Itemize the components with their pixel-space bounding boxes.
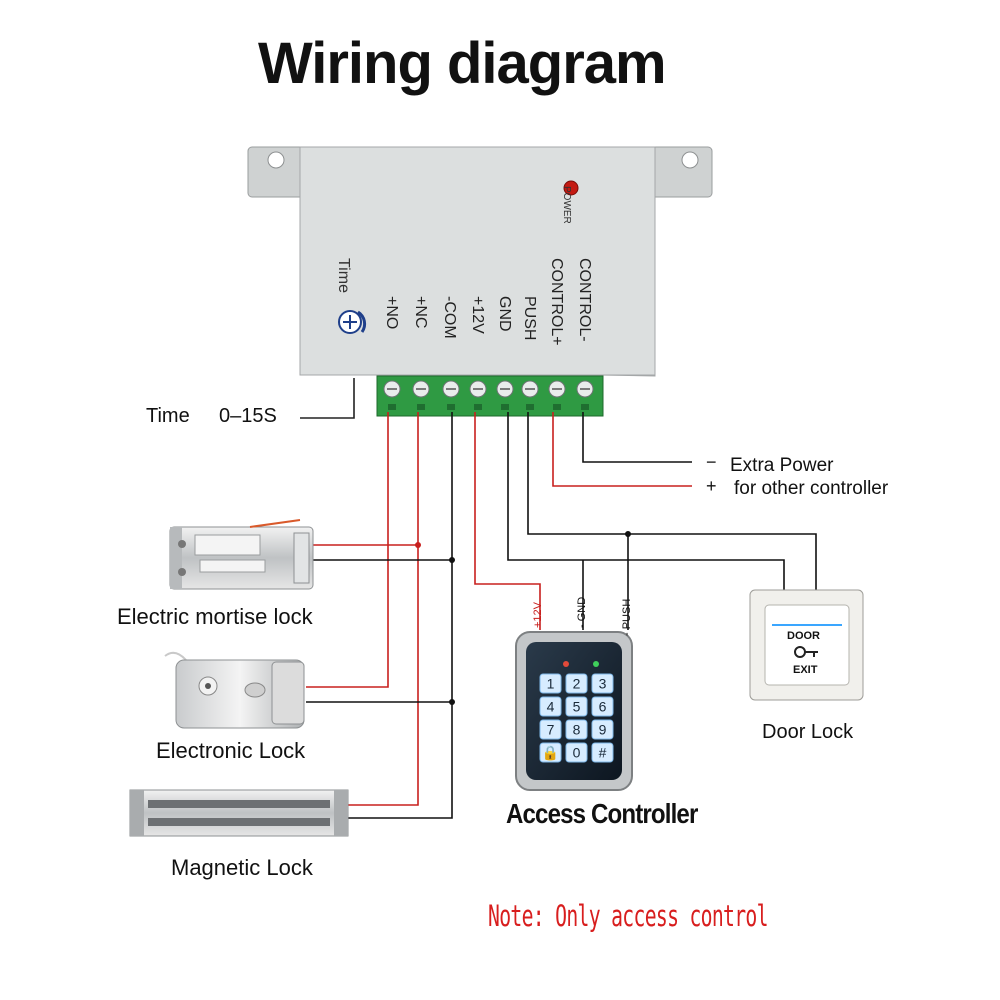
terminal-slot [388, 404, 396, 410]
page-title: Wiring diagram [258, 31, 667, 96]
keypad-key-label: 8 [573, 722, 581, 738]
extra-power-minus: − [706, 452, 717, 472]
keypad-key [565, 696, 588, 717]
magnetic-lock-image [129, 789, 349, 837]
keypad-key [591, 719, 614, 740]
access-controller-keypad: 1 2 3 4 5 6 7 8 9 🔒 0 # [515, 631, 633, 791]
terminal-slot [553, 404, 561, 410]
keypad-key-label: 5 [573, 699, 581, 715]
keypad-key-label: 6 [599, 699, 607, 715]
keypad-key [565, 673, 588, 694]
access-controller-label: Access Controller [506, 798, 698, 829]
keypad-key-label: 1 [547, 676, 555, 692]
power-supply-unit [247, 146, 713, 377]
terminal-slot [526, 404, 534, 410]
terminal-block [376, 375, 604, 417]
keypad-key [591, 742, 614, 763]
terminal-label: GND [496, 296, 513, 332]
time-range-value: 0–15S [219, 405, 277, 427]
terminal-label: +NC [412, 296, 429, 329]
note-text: Note: Only access control [488, 899, 768, 933]
terminal-label: +12V [469, 296, 486, 334]
keypad-key [565, 742, 588, 763]
power-led [563, 180, 579, 196]
time-range-label: Time [146, 405, 190, 427]
door-exit-button [749, 589, 864, 701]
magnetic-lock-label: Magnetic Lock [171, 855, 313, 880]
keypad-key-label: 0 [573, 745, 581, 761]
keypad-key-label: 7 [547, 722, 555, 738]
exit-button-door-text: DOOR [787, 630, 820, 642]
extra-power-label: Extra Power [730, 455, 834, 476]
terminal-slot [417, 404, 425, 410]
terminal-label: -COM [441, 296, 458, 339]
terminal-slot [581, 404, 589, 410]
terminal-slot [474, 404, 482, 410]
wire-label-12v: +12V [532, 602, 544, 628]
keypad-key [539, 696, 562, 717]
door-lock-label: Door Lock [762, 721, 854, 743]
keypad-key-label: 3 [599, 676, 607, 692]
exit-button-exit-text: EXIT [793, 664, 818, 676]
terminal-label: CONTROL+ [548, 258, 565, 346]
keypad-key-label: 2 [573, 676, 581, 692]
wires [300, 378, 817, 819]
terminal-label: CONTROL- [576, 258, 593, 342]
keypad-key [539, 742, 562, 763]
keypad-key [591, 696, 614, 717]
extra-power-plus: + [706, 476, 717, 496]
extra-power-label-2: for other controller [734, 478, 889, 499]
keypad-key [539, 719, 562, 740]
terminal-label: +NO [383, 296, 400, 330]
electronic-lock-image [164, 651, 305, 729]
electronic-lock-label: Electronic Lock [156, 738, 306, 763]
time-knob-label: Time [335, 258, 352, 293]
keypad-key-label: 4 [547, 699, 555, 715]
wire-label-push: - PUSH [621, 598, 633, 636]
terminal-label: PUSH [521, 296, 538, 341]
electric-mortise-lock-image [169, 519, 314, 590]
keypad-key [591, 673, 614, 694]
terminal-slot [501, 404, 509, 410]
power-label: POWER [561, 186, 572, 224]
keypad-key-label: 9 [599, 722, 607, 738]
keypad-key [539, 673, 562, 694]
mortise-lock-label: Electric mortise lock [117, 604, 313, 629]
terminal-slot [447, 404, 455, 410]
keypad-key-label: # [599, 745, 607, 761]
keypad-key [565, 719, 588, 740]
keypad-key-label: 🔒 [542, 745, 559, 762]
wire-label-gnd: - GND [576, 596, 588, 628]
